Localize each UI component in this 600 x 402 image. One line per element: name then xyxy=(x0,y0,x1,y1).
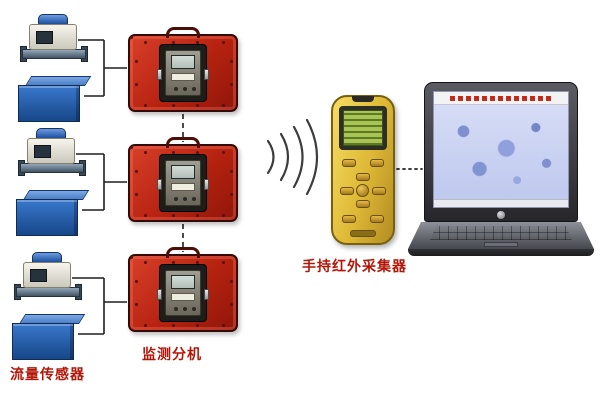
transmitter-display xyxy=(30,269,47,282)
instrument-label-strip xyxy=(171,293,195,301)
instrument-screen xyxy=(171,165,195,179)
flow-transmitter xyxy=(14,252,82,302)
flow-transmitter xyxy=(20,14,88,64)
dpad-right-button xyxy=(372,187,386,195)
laptop-front-edge xyxy=(408,249,594,256)
monitor-case-2 xyxy=(128,137,238,222)
instrument-face xyxy=(165,160,201,206)
case-rivets xyxy=(130,36,133,39)
software-main-view xyxy=(434,105,568,199)
instrument-screen xyxy=(171,55,195,69)
laptop-screen-bezel xyxy=(424,82,578,222)
panel-clasp-right xyxy=(204,289,209,300)
laptop-screen xyxy=(433,91,569,208)
software-status-bar xyxy=(434,199,568,207)
monitor-case-3 xyxy=(128,247,238,332)
panel-clasp-right xyxy=(204,179,209,190)
infrared-port xyxy=(352,96,374,102)
handheld-collector xyxy=(331,95,395,245)
laptop-base xyxy=(408,222,594,249)
flow-transmitter xyxy=(18,128,86,178)
handheld-bottom-slot xyxy=(350,230,376,237)
dpad-center-button xyxy=(356,184,369,197)
instrument-buttons xyxy=(174,197,178,201)
monitor-case-1 xyxy=(128,27,238,112)
software-title-text xyxy=(450,95,552,101)
case-panel xyxy=(157,264,209,322)
transmitter-body xyxy=(27,138,75,164)
panel-clasp-right xyxy=(204,69,209,80)
label-monitor-unit: 监测分机 xyxy=(142,346,202,362)
flow-sensor-group-2 xyxy=(16,128,108,236)
handheld-button xyxy=(370,215,384,223)
transmitter-body xyxy=(23,262,71,288)
dpad-down-button xyxy=(356,200,370,208)
instrument-buttons xyxy=(174,87,178,91)
instrument-label-strip xyxy=(171,183,195,191)
panel-clasp-left xyxy=(157,289,162,300)
laptop-touchpad xyxy=(484,242,518,247)
dpad-up-button xyxy=(356,173,370,181)
sensor-pipe xyxy=(16,287,80,297)
handheld-lcd-frame xyxy=(339,106,387,150)
instrument-face xyxy=(165,270,201,316)
handheld-button xyxy=(370,159,384,167)
laptop-logo xyxy=(497,211,505,219)
handheld-lcd-screen xyxy=(343,110,383,146)
instrument-label-strip xyxy=(171,73,195,81)
case-rivets xyxy=(130,146,133,149)
wireless-waves xyxy=(266,118,318,196)
dpad-left-button xyxy=(340,187,354,195)
sensor-box-front xyxy=(16,199,78,236)
case-handle xyxy=(166,137,200,148)
instrument-buttons xyxy=(174,307,178,311)
handheld-button xyxy=(342,159,356,167)
case-panel xyxy=(157,44,209,102)
sensor-box-front xyxy=(18,85,80,122)
sensor-pipe xyxy=(22,49,86,59)
flow-sensor-group-3 xyxy=(12,252,104,360)
panel-clasp-left xyxy=(157,69,162,80)
laptop xyxy=(408,82,594,258)
sensor-pipe xyxy=(20,163,84,173)
case-handle xyxy=(166,247,200,258)
laptop-keyboard xyxy=(430,226,572,240)
panel-clasp-left xyxy=(157,179,162,190)
transmitter-display xyxy=(34,145,51,158)
transmitter-body xyxy=(29,24,77,50)
sensor-box xyxy=(12,314,86,360)
handheld-button xyxy=(342,215,356,223)
transmitter-display xyxy=(36,31,53,44)
flow-sensor-group-1 xyxy=(18,14,110,122)
instrument-screen xyxy=(171,275,195,289)
label-flow-sensor: 流量传感器 xyxy=(10,366,85,382)
case-panel xyxy=(157,154,209,212)
sensor-box-front xyxy=(12,323,74,360)
sensor-box xyxy=(16,190,90,236)
sensor-box xyxy=(18,76,92,122)
case-handle xyxy=(166,27,200,38)
case-rivets xyxy=(130,256,133,259)
software-title-bar xyxy=(434,92,568,105)
label-handheld-collector: 手持红外采集器 xyxy=(302,258,407,274)
instrument-face xyxy=(165,50,201,96)
